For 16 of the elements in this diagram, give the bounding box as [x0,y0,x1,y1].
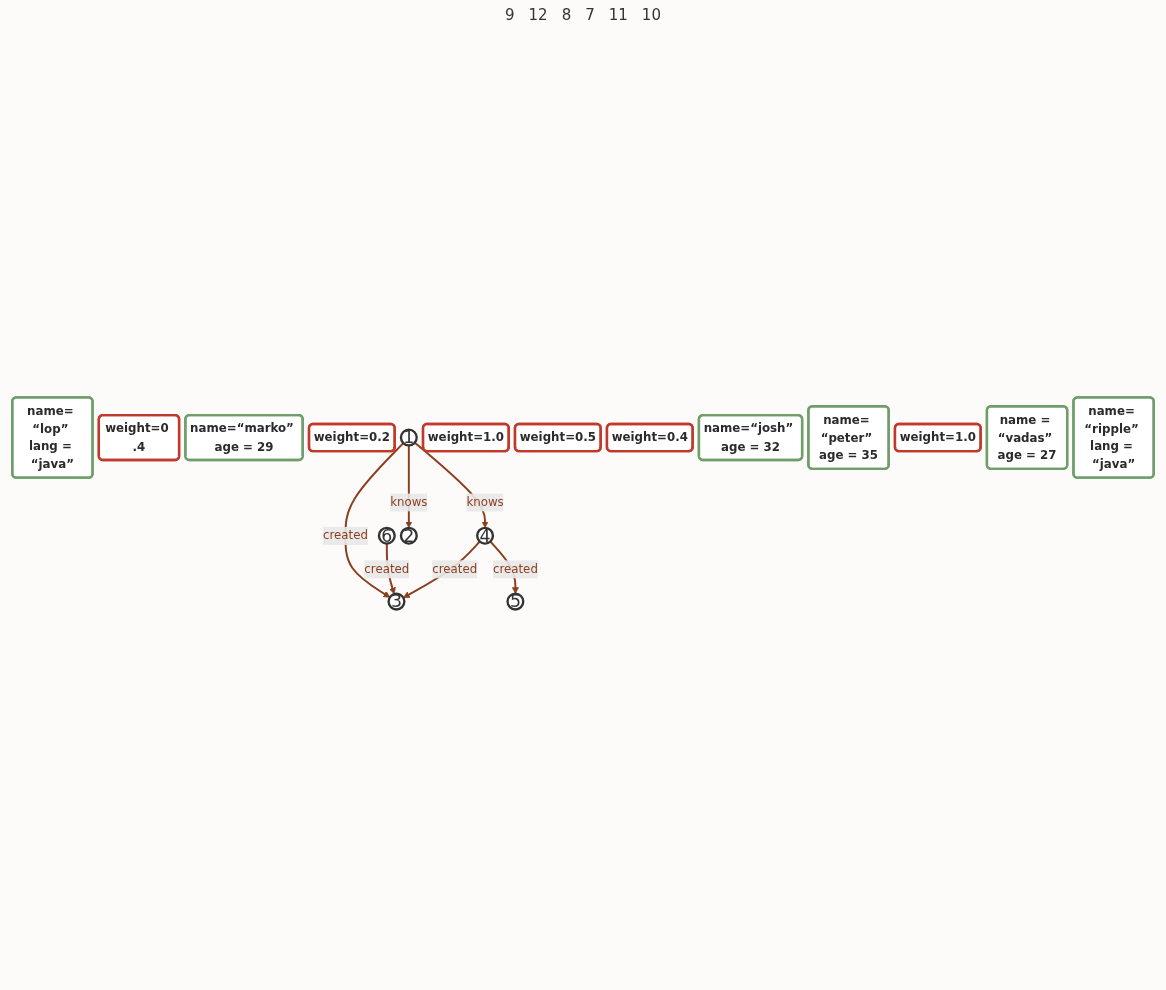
edge-label: created [322,528,368,543]
edge-label: created [432,561,478,577]
node-circle: 6 [377,526,396,545]
node-circle: 2 [399,526,418,545]
edge-number: 8 [561,6,572,24]
edge-label: knows [390,494,428,510]
edge-label: created [364,561,410,577]
edge-number: 11 [608,6,628,24]
edge-label: knows [466,494,504,510]
edge-label: created [492,561,538,577]
edge-number: 7 [585,6,595,24]
node-circle: 4 [476,526,495,545]
arrow [403,540,481,599]
edge-number: 9 [505,6,515,24]
edge-number: 10 [641,6,661,24]
edge-number: 12 [528,6,548,24]
